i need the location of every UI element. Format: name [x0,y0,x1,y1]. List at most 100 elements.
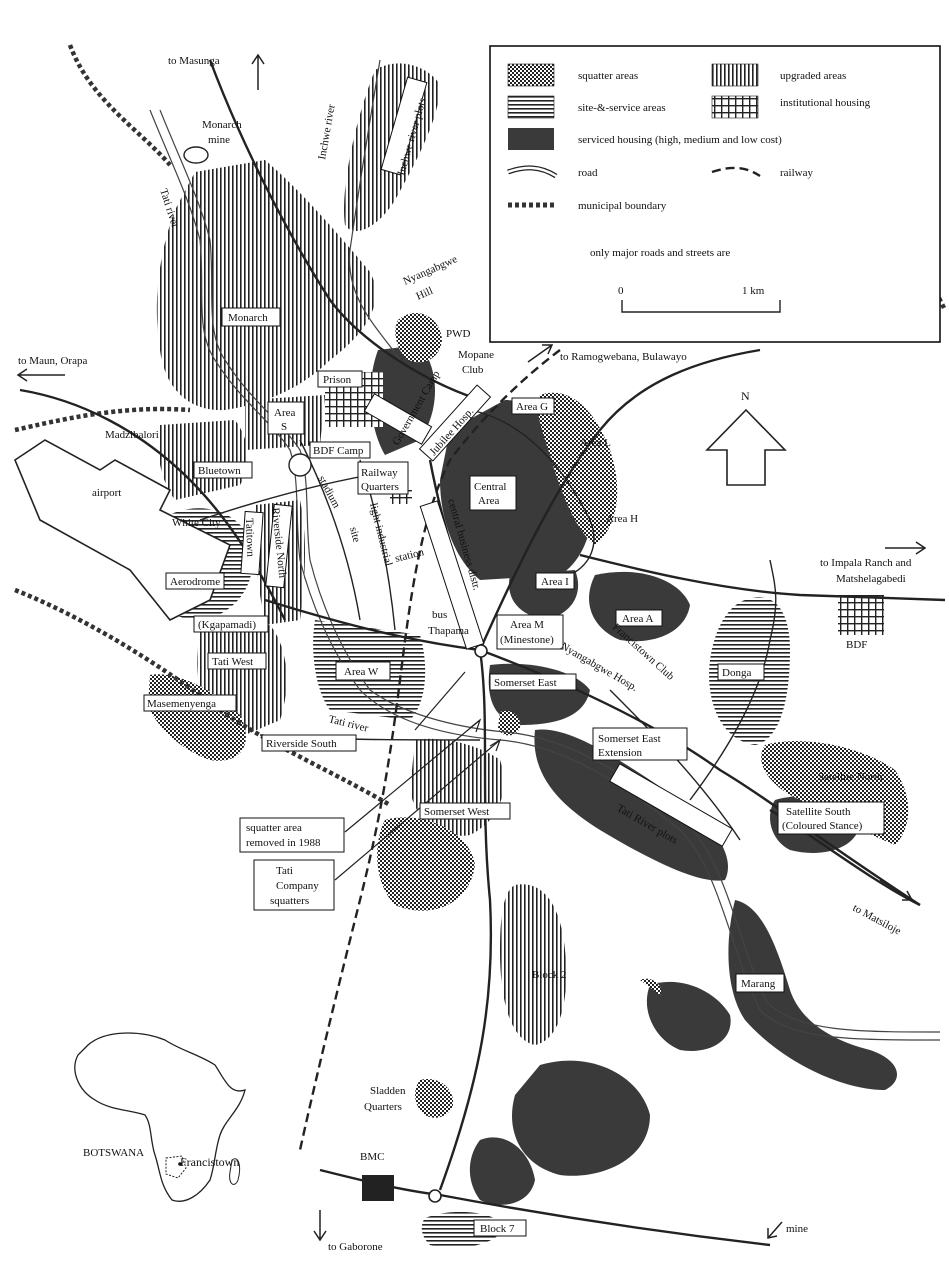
legend-site-service: site-&-service areas [578,102,666,114]
leader-bus-station [414,671,466,731]
label-thapama: Thapama [428,625,469,637]
label-area-i: Area I [541,576,569,588]
label-riverside-south: Riverside South [266,738,337,750]
bmc-block [362,1175,394,1201]
direction-arrows [16,53,927,1242]
label-site: site [347,526,362,544]
label-sladden-2: Quarters [364,1101,402,1113]
label-area-a: Area A [622,613,654,625]
arrow-ne-icon [527,344,554,363]
south-serviced-area [646,981,731,1051]
label-airport: airport [92,487,121,499]
leader-removed [344,719,481,833]
label-area-g: Area G [516,401,548,413]
label-impala-2: Matshelagabedi [836,573,906,585]
label-masunga: to Masunga [168,55,220,67]
arrow-right-icon [885,541,927,555]
label-gaborone: to Gaborone [328,1241,383,1253]
label-impala-1: to Impala Ranch and [820,557,912,569]
block2-area [500,884,567,1045]
label-pwd: PWD [446,328,471,340]
label-tati-co-2: Company [276,880,319,892]
lower-serviced-area [469,1137,535,1205]
label-area-s-1: Area [274,407,295,419]
arrow-down-icon [313,1210,327,1242]
label-area-h: Area H [606,513,638,525]
legend-institutional: institutional housing [780,97,871,109]
legend-scale-km: 1 km [742,285,765,297]
removed-1988-area [498,710,521,736]
label-monarch: Monarch [228,312,268,324]
label-bdf-camp: BDF Camp [313,445,364,457]
label-prison: Prison [323,374,352,386]
label-light-industrial: light industrial [367,502,394,567]
label-inchwe-river: Inchwe river [316,103,338,160]
africa-inset-map [74,1032,246,1202]
nyangabgwe-hill-area [395,312,442,363]
label-marang: Marang [741,978,776,990]
label-area-l: Area L [580,437,611,449]
monarch-mine-marker [183,146,209,164]
label-ramogwebana: to Ramogwebana, Bulawayo [560,351,687,363]
label-maun: to Maun, Orapa [18,355,87,367]
label-white-city: White City [172,517,221,529]
tati-river-line-2 [159,109,941,1033]
monarch-area [156,160,376,411]
legend-note: only major roads and streets are [590,247,730,259]
label-mopane-2: Club [462,364,484,376]
label-central-2: Area [478,495,499,507]
label-area-m-1: Area M [510,619,544,631]
label-tati-west: Tati West [212,656,253,668]
label-mine: mine [786,1223,808,1235]
north-arrow-icon: N [705,389,787,486]
block2-squatter-area [640,978,661,995]
label-railway-q-1: Railway [361,467,398,479]
tati-company-area [377,817,475,911]
label-removed-1: squatter area [246,822,302,834]
railway [298,349,561,1151]
label-block2: Block 2 [532,969,567,981]
marang-area [728,900,897,1090]
arrow-up-icon [251,53,265,90]
road-masunga [208,59,481,402]
label-mopane-1: Mopane [458,349,494,361]
legend-municipal: municipal boundary [578,200,667,212]
label-nyangabgwe-hill-2: Hill [414,285,435,303]
label-kgapamadi: (Kgapamadi) [198,619,256,631]
legend-serviced: serviced housing (high, medium and low c… [578,134,782,146]
label-somerset-west: Somerset West [424,806,489,818]
legend-railway: railway [780,167,813,179]
label-bdf: BDF [846,639,867,651]
legend: squatter areas upgraded areas site-&-ser… [489,45,941,343]
label-satellite-south-2: (Coloured Stance) [782,820,863,832]
label-block7: Block 7 [480,1223,515,1235]
road-impala [579,553,946,602]
label-matsiloje: to Matsiloje [851,902,903,937]
label-madzibalori: Madzibalori [105,429,159,441]
label-somerset-ext-2: Extension [598,747,642,759]
upgraded-areas [156,63,567,1045]
sladden-quarters-area [415,1079,454,1118]
label-area-s-2: S [281,421,287,433]
bmc-roundabout [428,1189,442,1203]
squatter-areas [148,312,909,1118]
label-satellite-south-1: Satellite South [786,806,851,818]
inchwe-river-line [348,59,401,361]
label-tati-co-1: Tati [276,865,293,877]
label-removed-2: removed in 1988 [246,837,321,849]
sladden-block-area [512,1060,650,1176]
area-a-area [589,571,690,642]
bluetown-area [158,420,248,500]
road-east-link [689,559,777,801]
tati-river-line [149,109,941,1041]
label-botswana: BOTSWANA [83,1147,144,1159]
label-bluetown: Bluetown [198,465,241,477]
botswana-outline [165,1155,187,1179]
road-central-loop [469,409,595,576]
area-g-l-area [538,392,618,545]
label-masemenyenga: Masemenyenga [147,698,216,710]
arrow-sw-icon [767,1221,783,1239]
label-bus: bus [432,609,447,621]
arrow-left-icon [16,368,65,382]
